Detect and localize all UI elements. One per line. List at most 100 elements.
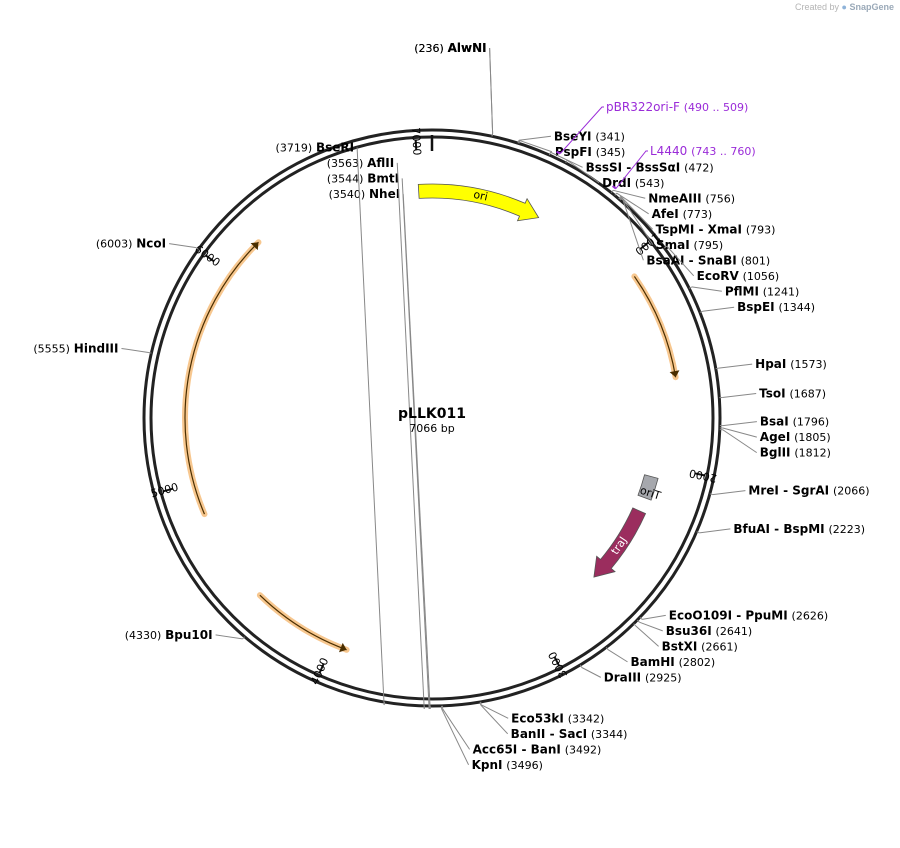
site-bsaai-snabi: BsaAI - SnaBI (801): [619, 197, 770, 267]
site-hpai: HpaI (1573): [715, 357, 827, 371]
site-kpni: KpnI (3496): [440, 705, 543, 772]
site-label: (3563) AflII: [327, 156, 395, 170]
orange-arc-halo-2: [182, 239, 262, 518]
site-position: (756): [705, 192, 735, 205]
site-bpu10i: (4330) Bpu10I: [125, 628, 245, 642]
site-label: SmaI (795): [656, 238, 723, 252]
tick-2000: [695, 472, 706, 477]
site-leader: [566, 159, 600, 184]
site-name: Acc65I - BanI: [473, 742, 561, 756]
site-position: (1796): [793, 416, 830, 429]
site-label: BamHI (2802): [631, 655, 716, 669]
site-label: AgeI (1805): [760, 430, 831, 444]
site-stub: [614, 192, 618, 196]
tick-label-5000: 5000: [149, 480, 179, 500]
feature-oriT: [637, 474, 659, 501]
site-position: (2223): [828, 523, 865, 536]
site-pspfi: PspFI (345): [518, 140, 626, 159]
site-leader: [722, 427, 757, 438]
site-label: (6003) NcoI: [96, 237, 166, 251]
site-label: NmeAIII (756): [648, 191, 735, 205]
tick-7000: [414, 139, 418, 150]
site-ecoo109i-ppumi: EcoO109I - PpuMI (2626): [639, 608, 829, 622]
site-name: AlwNI: [448, 41, 487, 55]
site-label: (5555) HindIII: [33, 341, 118, 355]
site-position: (3563): [327, 157, 364, 170]
site-position: (1344): [778, 301, 815, 314]
site-name: EcoRV: [697, 269, 740, 283]
tick-label-2000: 2000: [688, 466, 718, 484]
site-ncoi: (6003) NcoI: [96, 237, 199, 251]
site-label: (3540) NheI: [329, 187, 401, 201]
site-position: (1687): [789, 387, 826, 400]
site-label: PflMI (1241): [725, 284, 800, 298]
site-bseri: (3719) BseRI: [276, 140, 386, 706]
site-label: BsaAI - SnaBI (801): [646, 253, 770, 267]
site-tsoi: TsoI (1687): [719, 386, 826, 400]
site-name: TspMI - XmaI: [656, 222, 742, 236]
site-position: (2925): [645, 671, 682, 684]
site-label: BspEI (1344): [737, 300, 815, 314]
site-name: NmeAIII: [648, 191, 701, 205]
site-leader: [722, 392, 757, 398]
site-leader: [613, 189, 646, 199]
site-label: (3719) BseRI: [276, 140, 355, 154]
site-position: (2626): [792, 609, 829, 622]
site-name: PspFI: [555, 145, 592, 159]
site-name: NcoI: [136, 237, 166, 251]
credit-brand: SnapGene: [849, 2, 894, 12]
site-name: BamHI: [631, 655, 675, 669]
site-name: BmtI: [367, 171, 399, 185]
site-stub: [699, 310, 703, 313]
site-position: (3342): [568, 712, 605, 725]
site-stub: [479, 701, 482, 705]
tick-5000: [162, 487, 173, 493]
site-label: (4330) Bpu10I: [125, 628, 213, 642]
site-name: DraIII: [604, 670, 641, 684]
site-stub: [242, 636, 245, 640]
site-name: SmaI: [656, 238, 690, 252]
site-leader: [169, 243, 197, 249]
feature-traJ: [593, 507, 647, 578]
site-leader: [666, 245, 695, 277]
site-mrei-sgrai: MreI - SgrAI (2066): [709, 484, 870, 498]
site-stub: [636, 619, 640, 623]
site-leader: [607, 649, 628, 663]
tick-6000: [204, 254, 215, 262]
orange-arc-2: [184, 241, 259, 515]
site-position: (3719): [276, 141, 313, 154]
primers: pBR322ori-F (490 .. 509)L4440 (743 .. 76…: [556, 100, 756, 190]
site-leader: [712, 490, 746, 496]
orange-arc-halo-1: [256, 592, 350, 653]
site-eco53ki: Eco53kI (3342): [480, 701, 605, 725]
site-label: BsaI (1796): [760, 415, 829, 429]
site-position: (1573): [790, 358, 827, 371]
site-leader: [620, 196, 653, 230]
site-stub: [480, 701, 482, 705]
site-stub: [605, 646, 609, 650]
site-leader: [518, 135, 551, 141]
orange-arc-0: [633, 276, 677, 378]
orange-arc-arrowhead-0: [669, 370, 680, 378]
site-position: (793): [746, 223, 776, 236]
primer-leader: [615, 150, 648, 189]
site-position: (3496): [506, 759, 543, 772]
tick-4000: [318, 663, 325, 674]
site-leader: [519, 140, 553, 153]
orange-feature-arcs: [182, 239, 680, 653]
site-name: BfuAI - BspMI: [733, 522, 824, 536]
site-stub: [195, 247, 199, 250]
site-leader: [616, 192, 649, 215]
site-position: (3540): [329, 188, 366, 201]
site-leader: [581, 667, 602, 678]
site-name: Eco53kI: [511, 711, 564, 725]
site-stub: [664, 245, 668, 249]
site-position: (3344): [591, 728, 628, 741]
orange-arc-halo-0: [631, 273, 679, 381]
site-leader: [620, 196, 654, 246]
site-label: MreI - SgrAI (2066): [748, 484, 869, 498]
site-position: (345): [596, 146, 626, 159]
site-alwni: (236) AlwNI: [414, 41, 494, 137]
